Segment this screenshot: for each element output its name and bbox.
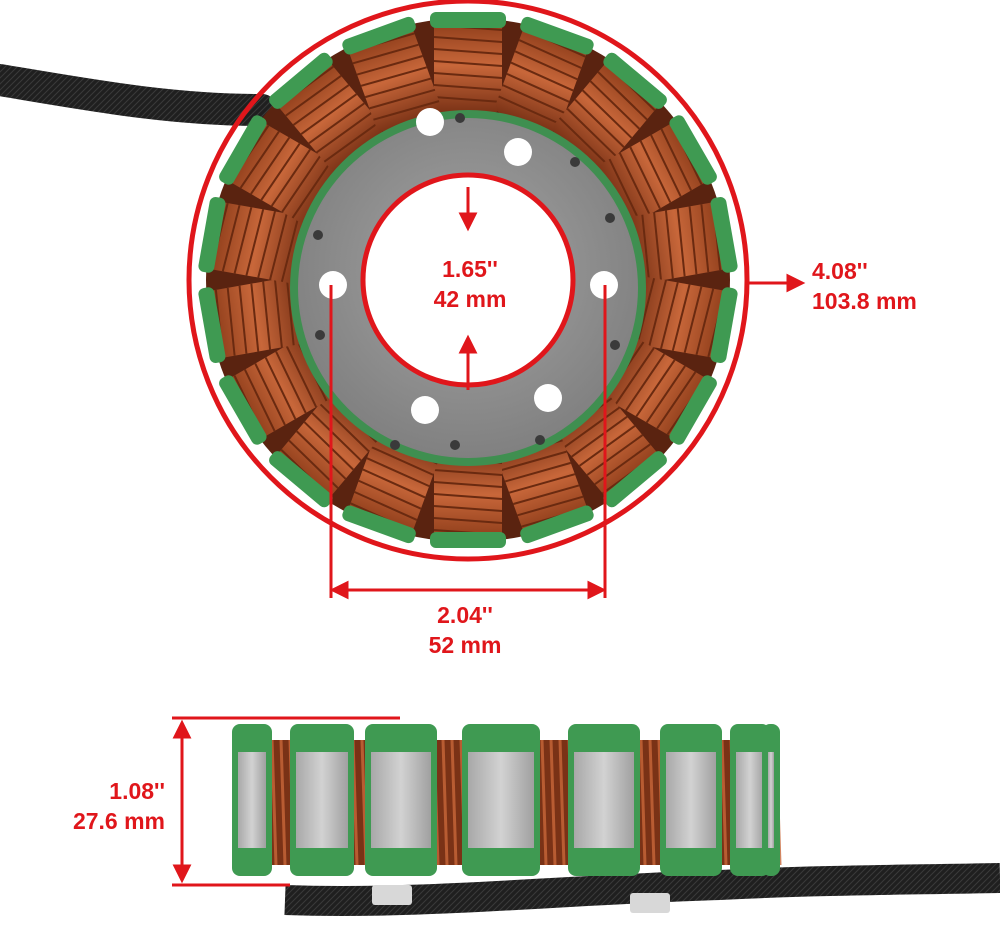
pole-shoe — [462, 724, 540, 876]
inner-diameter-inches: 1.65'' — [442, 256, 498, 282]
wire-harness-top — [0, 64, 278, 126]
outer-diameter-arrow — [748, 273, 806, 293]
rivet-hole — [570, 157, 580, 167]
bolt-spacing-mm: 52 mm — [428, 632, 502, 658]
bolt-hole — [504, 138, 532, 166]
pole-shoe — [232, 724, 272, 876]
coil-winding — [198, 277, 308, 364]
coil-winding — [219, 115, 337, 223]
rivet-hole — [605, 213, 615, 223]
stack-height-mm: 27.6 mm — [72, 808, 165, 834]
bolt-hole — [416, 108, 444, 136]
coil-winding — [628, 277, 738, 364]
outer-diameter-inches: 4.08'' — [812, 258, 868, 284]
coil-winding — [628, 196, 738, 283]
stator-side-view — [232, 724, 1000, 917]
rivet-hole — [535, 435, 545, 445]
rivet-hole — [313, 230, 323, 240]
stack-height-inches: 1.08'' — [109, 778, 165, 804]
bolt-hole — [319, 271, 347, 299]
inner-diameter-arrows — [458, 187, 478, 390]
side-pole-shoes — [232, 724, 780, 876]
pole-shoe — [365, 724, 437, 876]
outer-diameter-outline — [186, 0, 750, 562]
coil-winding — [599, 115, 717, 223]
rivet-hole — [455, 113, 465, 123]
stack-height-arrow — [172, 716, 400, 887]
coil-winding — [430, 447, 506, 548]
bolt-hole — [534, 384, 562, 412]
coil-winding — [553, 52, 667, 170]
rivet-hole — [450, 440, 460, 450]
stator-coils — [198, 12, 738, 548]
coil-winding — [269, 52, 383, 170]
outer-diameter-label: 4.08'' 103.8 mm — [812, 256, 952, 316]
bolt-spacing-arrow — [329, 285, 607, 600]
bolt-spacing-inches: 2.04'' — [437, 602, 493, 628]
zip-tie — [372, 885, 412, 905]
coil-winding — [342, 16, 441, 132]
pole-shoe — [568, 724, 640, 876]
inner-diameter-label: 1.65'' 42 mm — [400, 254, 540, 314]
coil-winding — [198, 196, 308, 283]
pole-shoe — [762, 724, 780, 876]
outer-diameter-mm: 103.8 mm — [812, 288, 917, 314]
rivet-hole — [315, 330, 325, 340]
stack-height-label: 1.08'' 27.6 mm — [30, 776, 165, 836]
pole-shoe — [660, 724, 722, 876]
rivet-hole — [610, 340, 620, 350]
rivet-hole — [390, 440, 400, 450]
center-bore — [363, 175, 573, 385]
pole-shoe — [730, 724, 770, 876]
bolt-hole — [411, 396, 439, 424]
bolt-spacing-label: 2.04'' 52 mm — [395, 600, 535, 660]
inner-diameter-mm: 42 mm — [433, 286, 507, 312]
coil-winding — [430, 12, 506, 113]
pole-shoe — [290, 724, 354, 876]
zip-tie — [630, 893, 670, 913]
coil-winding — [495, 16, 594, 132]
